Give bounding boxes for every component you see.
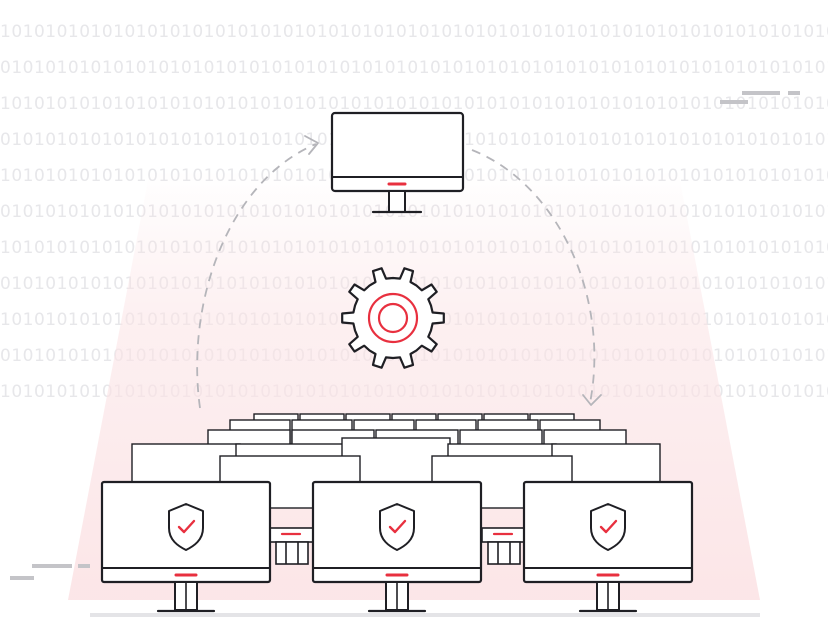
dash-lines-right bbox=[722, 93, 798, 102]
arrow-head-left bbox=[305, 136, 318, 154]
client-monitors bbox=[102, 482, 692, 611]
